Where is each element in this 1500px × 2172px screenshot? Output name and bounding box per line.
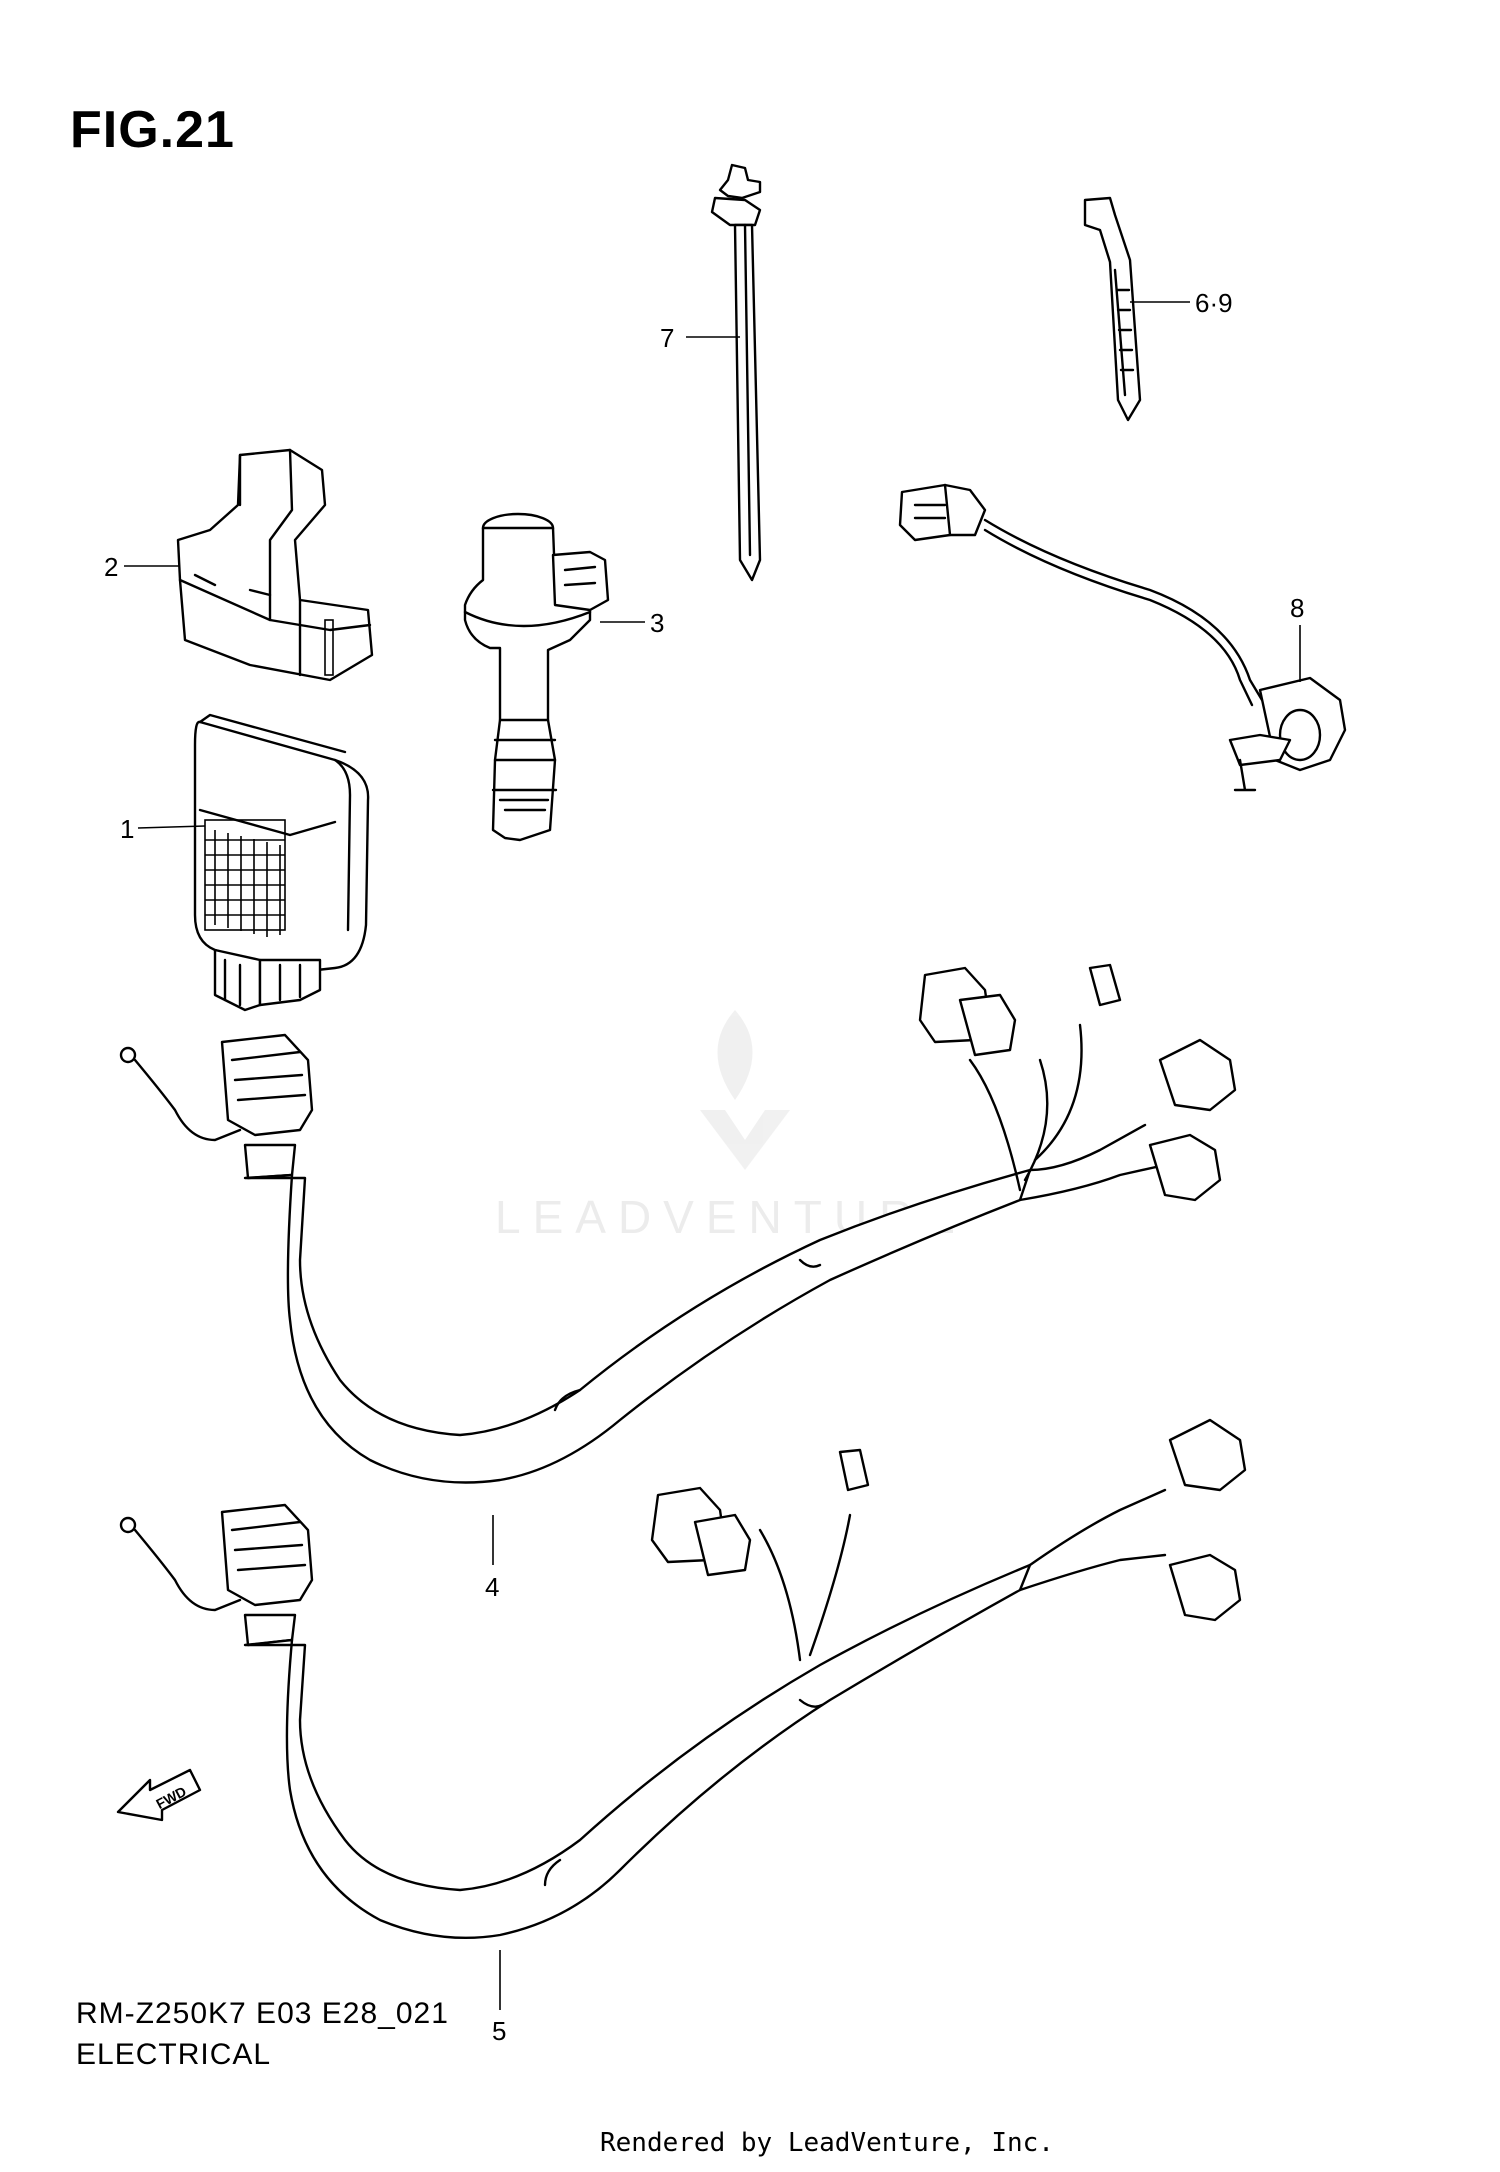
part-1-ecm[interactable]: [193, 713, 370, 1012]
callout-3: 3: [650, 608, 664, 638]
part-7-cable-tie[interactable]: [710, 163, 762, 582]
part-3-ignition-coil[interactable]: [463, 512, 610, 842]
callout-4: 4: [485, 1572, 499, 1602]
callout-6-9: 6·9: [1195, 288, 1233, 318]
ecm-vent-grid: [204, 819, 286, 937]
callout-1: 1: [120, 814, 134, 844]
callout-8: 8: [1290, 593, 1304, 623]
fig-title: FIG.21: [70, 101, 235, 159]
callout-2: 2: [104, 552, 118, 582]
part-4-wiring-harness[interactable]: [119, 963, 1237, 1484]
part-5-wiring-harness[interactable]: [119, 1418, 1247, 1940]
callout-7: 7: [660, 323, 674, 353]
part-2-coil-cap[interactable]: [176, 448, 374, 682]
section-label: ELECTRICAL: [76, 2038, 272, 2071]
callout-5: 5: [492, 2016, 506, 2046]
watermark-logo: [700, 1010, 790, 1170]
leader-1: [137, 825, 206, 829]
fwd-arrow-badge: FWD: [116, 1768, 202, 1822]
footer-credit: Rendered by LeadVenture, Inc.: [600, 2128, 1054, 2158]
part-6-9-cable-tie[interactable]: [1083, 196, 1142, 422]
part-8-sensor[interactable]: [898, 483, 1347, 792]
model-code-label: RM-Z250K7 E03 E28_021: [76, 1997, 449, 2030]
